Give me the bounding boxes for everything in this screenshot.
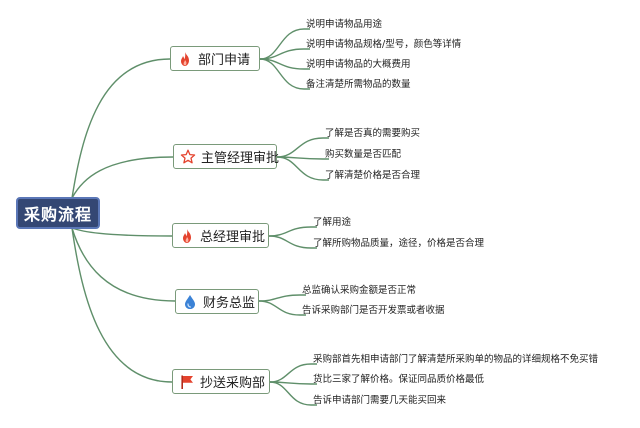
branch-label: 部门申请 [198, 53, 251, 68]
fire-icon [183, 228, 191, 243]
leaf-connector [276, 156, 329, 181]
root-node[interactable]: 采购流程 [16, 197, 100, 229]
leaf-text: 了解用途 [313, 217, 352, 228]
fire-icon [181, 51, 189, 66]
leaf-text: 了解所购物品质量，途径，价格是否合理 [313, 238, 485, 249]
leaf-text: 货比三家了解价格。保证同品质价格最低 [313, 374, 485, 385]
leaf-connector [268, 226, 317, 237]
leaf-text: 说明申请物品的大概费用 [306, 59, 411, 70]
branch-label: 抄送采购部 [200, 376, 266, 391]
leaf-text: 说明申请物品用途 [306, 19, 383, 30]
root-connector [71, 227, 173, 237]
root-connector [71, 156, 174, 199]
leaf-text: 说明申请物品规格/型号，颜色等详情 [306, 39, 462, 50]
leaf-connector [258, 294, 306, 302]
root-connector [71, 58, 171, 199]
leaf-text: 了解清楚价格是否合理 [325, 170, 421, 181]
leaf-connector [259, 28, 310, 60]
branch-node-dept-request[interactable]: 部门申请 [170, 46, 260, 71]
branch-node-supervisor-approval[interactable]: 主管经理审批 [173, 144, 280, 169]
branch-label: 主管经理审批 [201, 151, 280, 166]
flag-icon [181, 375, 193, 389]
branch-node-gm-approval[interactable]: 总经理审批 [172, 223, 269, 248]
leaf-connector [269, 381, 317, 406]
leaf-text: 了解是否真的需要购买 [325, 128, 421, 139]
leaf-connector [259, 58, 310, 90]
leaf-connector [276, 137, 329, 158]
leaf-connector [259, 48, 310, 60]
leaf-text: 备注清楚所需物品的数量 [306, 79, 411, 90]
star-icon [180, 149, 196, 163]
leaf-connector [269, 363, 317, 383]
leaf-connector [258, 300, 306, 316]
leaf-text: 采购部首先相申请部门了解清楚所采购单的物品的详细规格不免买错 [313, 354, 599, 365]
root-label: 采购流程 [23, 205, 92, 224]
leaf-text: 购买数量是否匹配 [325, 149, 402, 160]
leaf-text: 告诉申请部门需要几天能买回来 [313, 395, 447, 406]
branch-node-finance-director[interactable]: 财务总监 [175, 289, 259, 314]
branch-label: 总经理审批 [200, 230, 266, 245]
root-connector [71, 227, 173, 383]
leaf-text: 总监确认采购金额是否正常 [302, 285, 417, 296]
branch-node-cc-purchasing[interactable]: 抄送采购部 [172, 369, 270, 394]
root-connector [71, 227, 176, 302]
leaf-connector [268, 235, 317, 249]
drop-icon [185, 294, 195, 309]
branch-label: 财务总监 [203, 296, 256, 311]
leaf-text: 告诉采购部门是否开发票或者收据 [302, 305, 445, 316]
